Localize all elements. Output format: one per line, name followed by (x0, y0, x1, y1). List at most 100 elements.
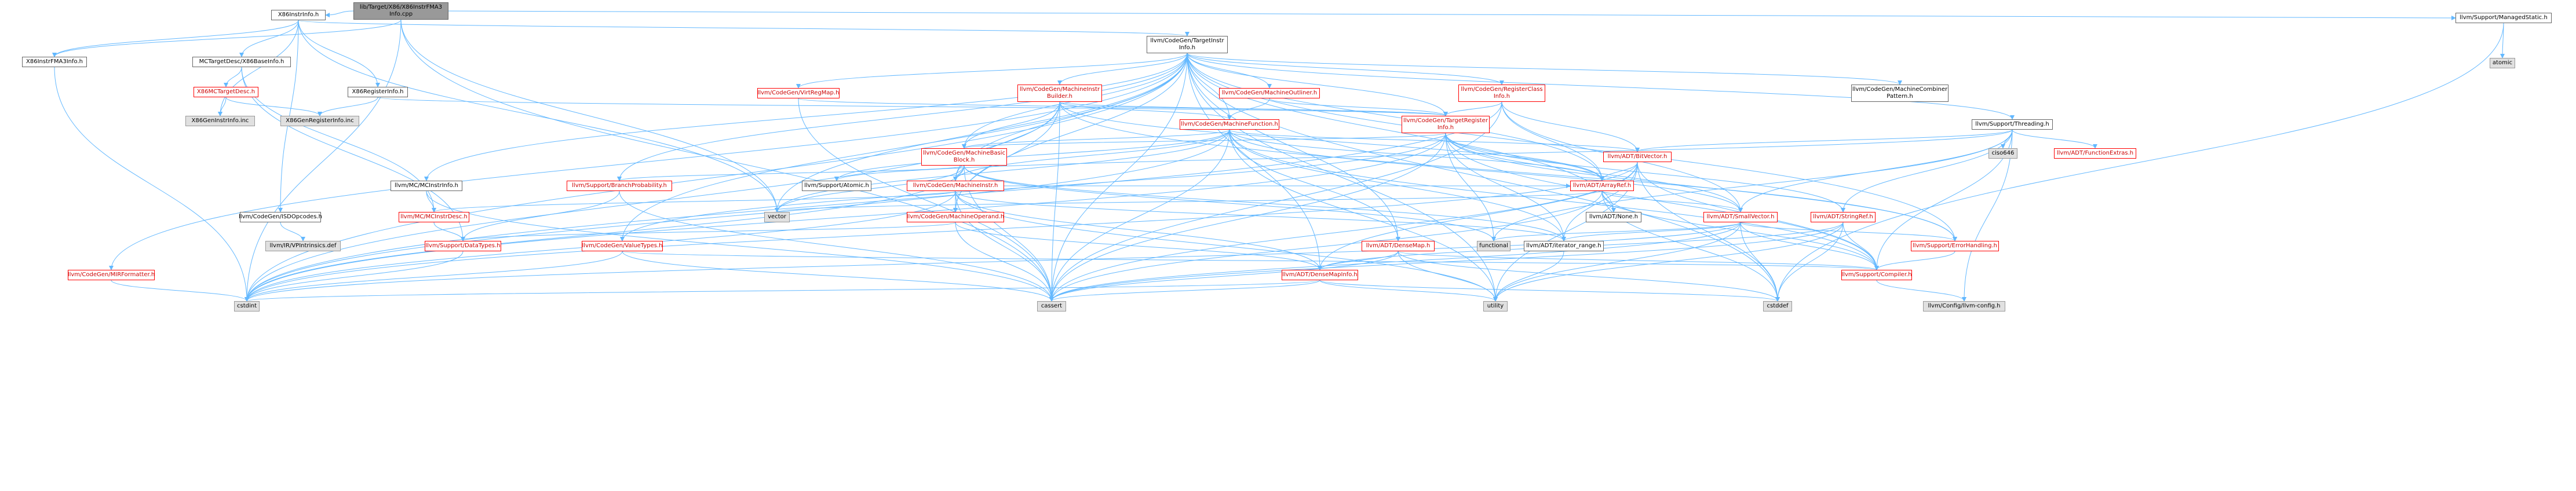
node-x86instrinfo-h[interactable]: X86InstrInfo.h (271, 10, 326, 20)
edge-mf-to-utility (1229, 129, 1498, 302)
node-x86registerinfo-h[interactable]: X86RegisterInfo.h (348, 87, 408, 97)
edge-tri-to-valuetypes (620, 133, 1446, 241)
edge-root-to-cstdint (245, 19, 402, 302)
node-managedstatic-h[interactable]: llvm/Support/ManagedStatic.h (2455, 13, 2552, 23)
node-machinefunction-h[interactable]: llvm/CodeGen/MachineFunction.h (1180, 119, 1279, 130)
node-isdopcodes-h[interactable]: llvm/CodeGen/ISDOpcodes.h (239, 212, 322, 222)
node-functionextras-h[interactable]: llvm/ADT/FunctionExtras.h (2054, 148, 2136, 159)
edge-mf-to-cstdint (245, 129, 1230, 302)
edge-arrayref-to-vector (775, 190, 1603, 212)
node-densemapinfo-h[interactable]: llvm/ADT/DenseMapInfo.h (1282, 270, 1358, 280)
edge-root-to-cassert (400, 19, 1054, 302)
node-cstdint[interactable]: cstdint (234, 301, 260, 312)
edge-targetinstr-to-combiner (1187, 53, 1902, 85)
node-threading-h[interactable]: llvm/Support/Threading.h (1972, 119, 2053, 130)
node-densemap-h[interactable]: llvm/ADT/DenseMap.h (1362, 241, 1435, 251)
edge-instrinfo-to-fma3info (52, 20, 299, 57)
edge-targetinstr-to-mcinstrinfo (424, 53, 1188, 181)
edge-outliner-to-mf (1227, 98, 1270, 120)
edge-errorhandling-to-compiler (1874, 251, 1955, 270)
edge-regclass-to-bitvector (1501, 101, 1640, 152)
edge-mbb-to-cstdint (245, 165, 965, 302)
edge-tri-to-iterrange (1445, 133, 1566, 241)
edge-densemapinfo-to-cstdint (245, 280, 1320, 302)
edge-densemap-to-cassert (1049, 251, 1399, 302)
edge-threading-to-bitvector (1635, 129, 2013, 152)
edge-targetinstr-to-none (1187, 53, 1616, 212)
edge-mf-to-supatomic (834, 129, 1230, 181)
edge-x86targetdesc-to-geninstrinc (218, 97, 227, 116)
node-datatypes-h[interactable]: llvm/Support/DataTypes.h (425, 241, 501, 251)
edge-bitvector-to-iterrange (1561, 162, 1638, 241)
node-valuetypes-h[interactable]: llvm/CodeGen/ValueTypes.h (582, 241, 663, 251)
node-ciso646[interactable]: ciso646 (1988, 148, 2017, 159)
node-utility[interactable]: utility (1483, 301, 1508, 312)
edge-datatypes-to-cstdint (245, 251, 464, 302)
edge-threading-to-fnextras (2012, 129, 2097, 149)
edge-mf-to-densemap (1229, 129, 1400, 241)
edge-mf-to-smallvector (1229, 129, 1743, 212)
edge-regclass-to-arrayref (1501, 101, 1604, 181)
edge-regclass-to-tri (1443, 101, 1502, 116)
edge-isdopcodes-to-vpintrinsics (280, 222, 305, 241)
edge-fma3info-to-cstdint (54, 67, 249, 302)
node-targetregisterinfo-h[interactable]: llvm/CodeGen/TargetRegister Info.h (1402, 116, 1490, 133)
edge-arrayref-to-compiler (1601, 190, 1879, 270)
edge-outliner-to-tri (1269, 98, 1448, 116)
node-x86geninstrinfo-inc[interactable]: X86GenInstrInfo.inc (185, 116, 255, 126)
node-smallvector-h[interactable]: llvm/ADT/SmallVector.h (1703, 212, 1778, 222)
node-compiler-h[interactable]: llvm/Support/Compiler.h (1841, 270, 1912, 280)
node-none-h[interactable]: llvm/ADT/None.h (1586, 212, 1641, 222)
node-mcinstrdesc-h[interactable]: llvm/MC/MCInstrDesc.h (399, 212, 469, 222)
node-targetinstrinfo-h[interactable]: llvm/CodeGen/TargetInstr Info.h (1147, 36, 1228, 53)
node-bitvector-h[interactable]: llvm/ADT/BitVector.h (1603, 152, 1672, 162)
node-virtregmap-h[interactable]: llvm/CodeGen/VirtRegMap.h (757, 88, 840, 98)
node-machineoperand-h[interactable]: llvm/CodeGen/MachineOperand.h (907, 212, 1004, 222)
node-cassert[interactable]: cassert (1037, 301, 1066, 312)
edge-tri-to-functional (1445, 133, 1496, 241)
node-stringref-h[interactable]: llvm/ADT/StringRef.h (1811, 212, 1876, 222)
node-machinebasicblock-h[interactable]: llvm/CodeGen/MachineBasic Block.h (921, 148, 1007, 166)
node-arrayref-h[interactable]: llvm/ADT/ArrayRef.h (1570, 181, 1634, 191)
edge-smallvector-to-compiler (1740, 222, 1879, 270)
edge-targetinstr-to-mibuilder (1057, 53, 1188, 85)
node-machinecombinerpattern-h[interactable]: llvm/CodeGen/MachineCombiner Pattern.h (1851, 85, 1949, 102)
node-iterator-range-h[interactable]: llvm/ADT/iterator_range.h (1524, 241, 1604, 251)
node-cstddef[interactable]: cstddef (1763, 301, 1792, 312)
edge-regclass-to-cstdint (245, 101, 1502, 302)
edge-targetinstr-to-threading (1187, 53, 2015, 120)
node-x86genregisterinfo-inc[interactable]: X86GenRegisterInfo.inc (280, 116, 359, 126)
node-mcinstrinfo-h[interactable]: llvm/MC/MCInstrInfo.h (391, 181, 462, 191)
edge-smallvector-to-utility (1493, 222, 1741, 302)
node-vpintrinsics-def[interactable]: llvm/IR/VPIntrinsics.def (265, 241, 341, 251)
node-functional[interactable]: functional (1477, 241, 1510, 251)
edge-targetinstr-to-branchprob (617, 53, 1188, 181)
node-x86instrfma3info-h[interactable]: X86InstrFMA3Info.h (22, 57, 87, 67)
node-llvm-config-h[interactable]: llvm/Config/llvm-config.h (1923, 301, 2005, 312)
edge-targetinstr-to-tri (1187, 53, 1448, 116)
edge-mirformatter-to-cstdint (111, 280, 249, 302)
edge-minstr-to-mcinstrdesc (432, 190, 956, 212)
edge-densemapinfo-to-cassert (1049, 280, 1320, 302)
node-vector[interactable]: vector (764, 212, 790, 222)
node-branchprobability-h[interactable]: llvm/Support/BranchProbability.h (567, 181, 672, 191)
edge-managedstatic-to-cstddef (1775, 23, 2504, 302)
node-machineoutliner-h[interactable]: llvm/CodeGen/MachineOutliner.h (1219, 88, 1320, 98)
edge-mibuilder-to-minstr (953, 101, 1060, 181)
node-atomic[interactable]: atomic (2490, 58, 2515, 68)
node-support-atomic-h[interactable]: llvm/Support/Atomic.h (802, 181, 871, 191)
node-x86baseinfo-h[interactable]: MCTargetDesc/X86BaseInfo.h (192, 57, 291, 67)
node-mirformatter-h[interactable]: llvm/CodeGen/MIRFormatter.h (68, 270, 155, 280)
node-machineinstrbuilder-h[interactable]: llvm/CodeGen/MachineInstr Builder.h (1017, 85, 1102, 102)
edge-mbb-to-iterrange (964, 165, 1566, 241)
edge-bitvector-to-arrayref (1600, 162, 1638, 181)
edge-targetinstr-to-arrayref (1187, 53, 1604, 181)
edge-targetinstr-to-cassert (1049, 53, 1188, 302)
node-registerclassinfo-h[interactable]: llvm/CodeGen/RegisterClass Info.h (1458, 85, 1545, 102)
node-errorhandling-h[interactable]: llvm/Support/ErrorHandling.h (1911, 241, 1999, 251)
node-x86instrfma3info-cpp[interactable]: lib/Target/X86/X86InstrFMA3 Info.cpp (353, 2, 448, 20)
edge-minstr-to-densemapinfo (955, 190, 1322, 270)
node-x86mctargetdesc-h[interactable]: X86MCTargetDesc.h (194, 87, 258, 97)
edge-mf-to-compiler (1229, 129, 1879, 270)
node-machineinstr-h[interactable]: llvm/CodeGen/MachineInstr.h (907, 181, 1004, 191)
